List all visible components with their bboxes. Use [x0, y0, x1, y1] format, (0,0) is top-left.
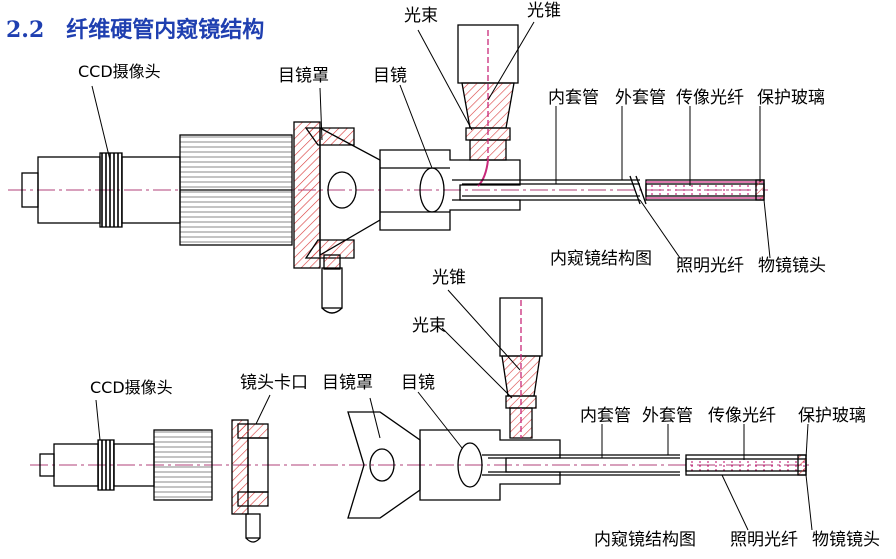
section-heading: 2.2 纤维硬管内窥镜结构	[6, 12, 264, 44]
bottom-label-lens-mount: 镜头卡口	[240, 373, 308, 393]
top-label-inner-tube: 内套管	[548, 88, 599, 108]
top-endoscope-diagram	[8, 21, 771, 314]
bottom-label-inner-tube: 内套管	[580, 406, 631, 426]
top-light-post	[457, 24, 519, 187]
bottom-diagram-caption: 内窥镜结构图	[594, 530, 696, 550]
bottom-label-light-bundle: 光束	[412, 316, 446, 336]
bottom-lens-mount-part	[231, 419, 269, 543]
top-label-light-bundle: 光束	[404, 6, 438, 26]
top-diagram-caption: 内窥镜结构图	[550, 249, 652, 269]
top-label-image-fiber: 传像光纤	[676, 88, 744, 108]
bottom-eyepiece-cover-part	[347, 411, 421, 519]
bottom-label-eyepiece-cover: 目镜罩	[322, 373, 373, 393]
bottom-leader-lines	[95, 289, 813, 531]
section-number: 2.2	[6, 17, 45, 43]
top-label-outer-tube: 外套管	[615, 88, 666, 108]
bottom-label-eyepiece: 目镜	[401, 373, 435, 393]
top-label-light-cone: 光锥	[527, 1, 561, 21]
bottom-tube-assembly	[482, 454, 807, 476]
bottom-label-light-cone: 光锥	[432, 268, 466, 288]
top-label-eyepiece-cover: 目镜罩	[278, 66, 329, 86]
top-label-objective-lens: 物镜镜头	[758, 256, 826, 276]
top-tube-assembly	[452, 175, 765, 205]
top-eyepiece-cover-part	[293, 121, 381, 314]
top-label-eyepiece: 目镜	[373, 66, 407, 86]
bottom-light-post	[499, 297, 543, 439]
section-title: 纤维硬管内窥镜结构	[66, 17, 265, 43]
top-label-illumination-fiber: 照明光纤	[676, 256, 744, 276]
bottom-label-outer-tube: 外套管	[642, 406, 693, 426]
top-leader-lines	[91, 21, 771, 259]
bottom-label-illumination-fiber: 照明光纤	[730, 530, 798, 550]
bottom-label-objective-lens: 物镜镜头	[812, 530, 880, 550]
bottom-label-ccd-camera: CCD摄像头	[90, 378, 173, 397]
bottom-label-image-fiber: 传像光纤	[708, 406, 776, 426]
bottom-endoscope-diagram	[30, 289, 813, 543]
bottom-ccd-camera-body	[39, 429, 213, 501]
top-label-protective-glass: 保护玻璃	[757, 88, 825, 108]
top-label-ccd-camera: CCD摄像头	[78, 62, 161, 81]
top-ccd-camera-body	[21, 134, 293, 246]
bottom-label-protective-glass: 保护玻璃	[798, 406, 866, 426]
